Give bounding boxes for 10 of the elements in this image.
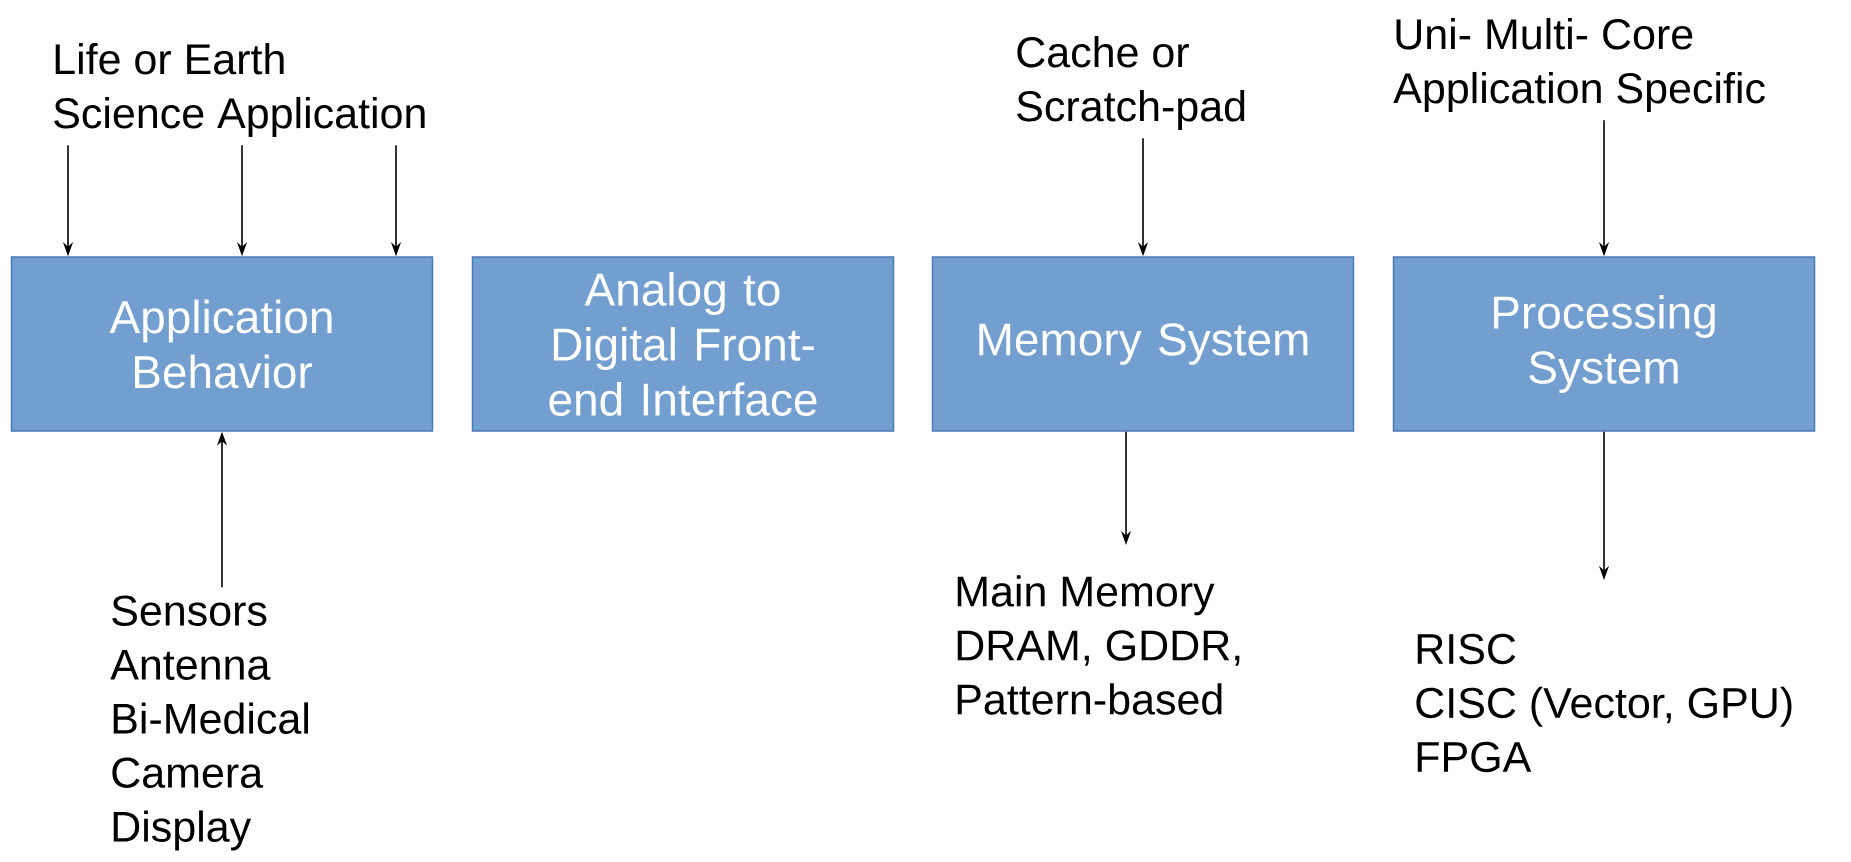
process-box: Memory System — [931, 256, 1355, 432]
text-label: RISC CISC (Vector, GPU) FPGA — [1416, 633, 1792, 773]
text-label: Uni- Multi- Core Application Specific — [1393, 17, 1765, 113]
text-label: Main Memory DRAM, GDDR, Pattern-based — [957, 575, 1240, 715]
text-label: Sensors Antenna Bi-Medical Camera Display — [110, 595, 308, 851]
process-box: Analog to Digital Front-end Interface — [471, 256, 895, 432]
text-label: Cache or Scratch-pad — [1017, 35, 1245, 131]
text-label: Life or Earth Science Application — [54, 42, 425, 138]
process-box: Processing System — [1392, 256, 1816, 432]
process-box: Application Behavior — [10, 256, 434, 432]
